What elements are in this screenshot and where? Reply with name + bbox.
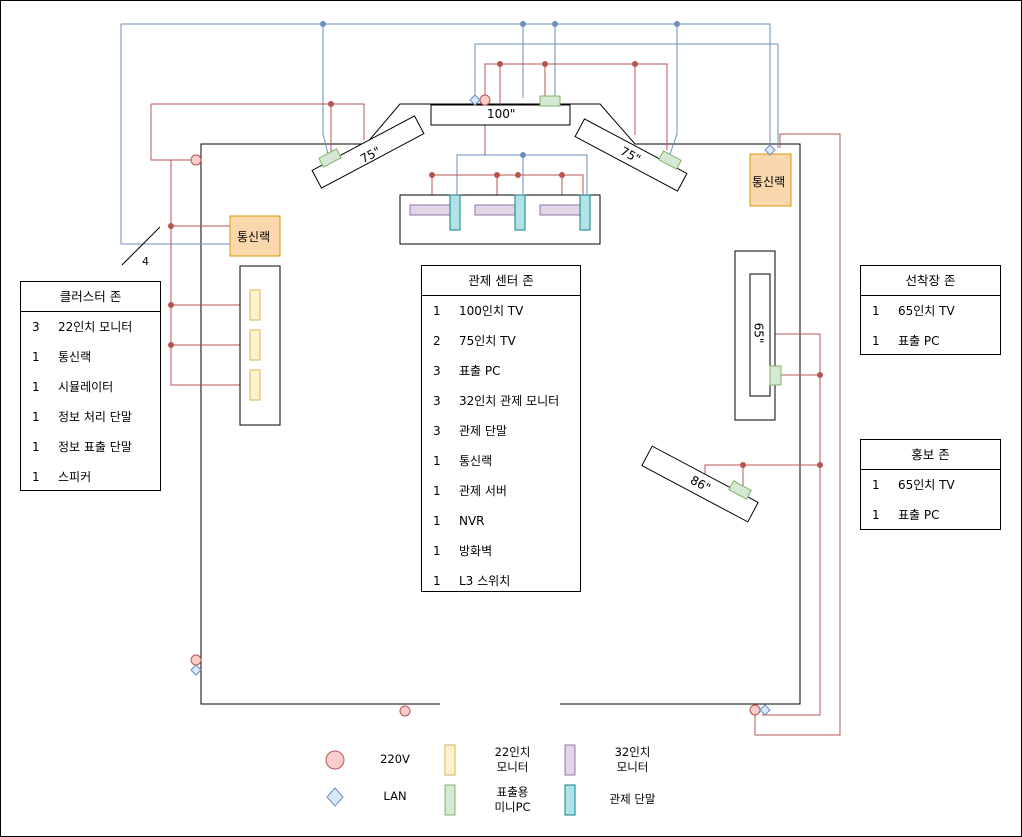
legend-terminal-label: 관제 단말 <box>609 792 656 806</box>
monitor-22-3 <box>249 369 261 401</box>
legend-outlet-icon <box>325 750 345 770</box>
comm-rack-right-label: 통신랙 <box>752 175 786 189</box>
junction-dots <box>168 21 823 468</box>
legend-minipc-label: 표출용 미니PC <box>494 785 531 814</box>
control-terminal-2 <box>514 194 526 231</box>
control-desk <box>399 194 601 245</box>
tv-65-label: 65" <box>751 322 766 344</box>
legend-lan-label: LAN <box>383 789 407 803</box>
monitor-22-1 <box>249 289 261 321</box>
monitor-32-2 <box>474 204 518 216</box>
tv-86-screen <box>641 445 759 523</box>
minipc-tv75-right <box>658 150 682 170</box>
monitor-32-1 <box>409 204 453 216</box>
legend-monitor22-label: 22인치 모니터 <box>494 745 531 774</box>
legend-monitor32-label: 32인치 모니터 <box>614 745 651 774</box>
control-terminal-1 <box>449 194 461 231</box>
minipc-tv86 <box>728 480 752 500</box>
tv-75-right-screen <box>574 118 688 192</box>
tv-100-screen <box>430 104 571 126</box>
minipc-tv100 <box>539 95 561 107</box>
tv-100-label: 100" <box>487 107 516 121</box>
legend-terminal-icon <box>564 784 576 816</box>
tv-75-left-screen <box>311 115 425 189</box>
monitor-22-2 <box>249 329 261 361</box>
comm-rack-left-label: 통신랙 <box>237 230 271 244</box>
zone-title: 선착장 존 <box>861 266 1000 296</box>
legend-lan-icon <box>326 787 344 807</box>
legend-icons <box>325 744 576 816</box>
outlets-220v <box>190 94 761 717</box>
zone-title: 관제 센터 존 <box>422 266 580 296</box>
zone-title: 홍보 존 <box>861 440 1000 470</box>
minipc-tv65 <box>769 365 782 386</box>
cable-count-label: 4 <box>142 255 149 268</box>
legend-minipc-icon <box>444 784 456 816</box>
legend-monitor22-icon <box>444 744 456 776</box>
legend-monitor32-icon <box>564 744 576 776</box>
minipc-tv75-left <box>318 148 342 168</box>
zone-title: 클러스터 존 <box>21 282 160 312</box>
legend-outlet-label: 220V <box>380 752 410 766</box>
comm-rack-left <box>229 215 281 257</box>
monitor-32-3 <box>539 204 583 216</box>
control-terminal-3 <box>579 194 591 231</box>
tv-65-screen <box>749 273 771 397</box>
control-monitors <box>409 194 591 231</box>
lan-ports <box>190 94 776 716</box>
